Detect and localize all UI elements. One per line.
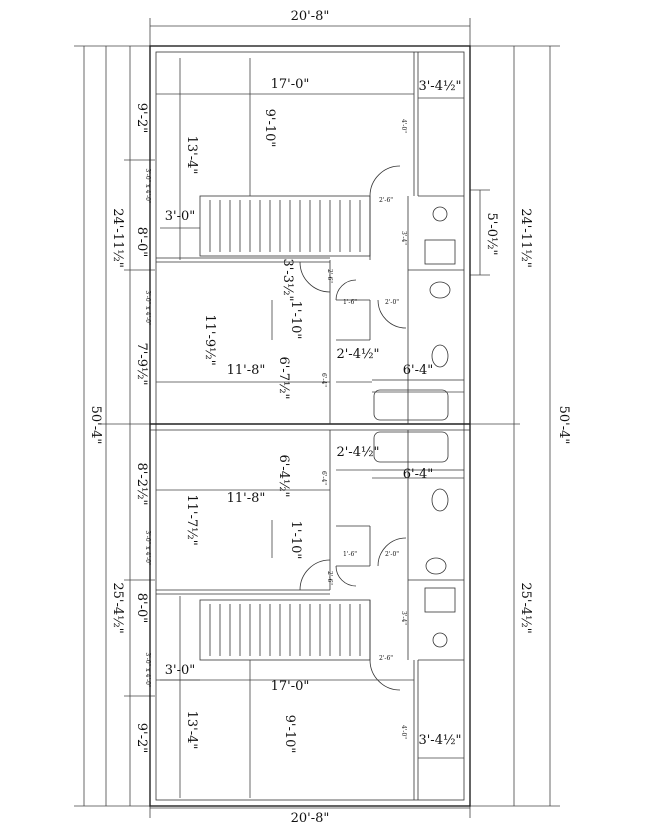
overall-right-label: 50'-4": [556, 406, 571, 445]
wall-label: 3'-4": [400, 611, 407, 625]
door-label: 2'-6": [379, 655, 393, 662]
dim-6-4: 6'-4½": [276, 454, 291, 497]
window-label: 3'-0" x 4'-0": [144, 168, 151, 204]
sink-icon: [424, 587, 456, 613]
dim-11-7: 11'-7½": [184, 494, 199, 545]
door-label: 2'-6": [379, 197, 393, 204]
wall-label: 6'-4": [320, 373, 327, 387]
stair-3-0-top: 3'-0": [165, 209, 196, 224]
toilet-icon: [432, 632, 448, 648]
window-label: 3'-0" x 4'-0": [144, 530, 151, 566]
dim-2-4-bottom: 2'-4½": [336, 445, 379, 460]
room-13-4-top: 13'-4": [184, 136, 199, 175]
stair-lower: [199, 599, 371, 661]
dimension-lines: [74, 18, 560, 818]
toilet-icon: [431, 344, 449, 368]
dim-11-8-top: 11'-8": [227, 363, 266, 378]
wall-label: 4'-0": [400, 119, 407, 133]
wall-label: 6'-4": [320, 471, 327, 485]
door-label: 2'-0": [385, 299, 399, 306]
overall-left-label: 50'-4": [88, 406, 103, 445]
closet-3-4-top: 3'-4½": [418, 79, 461, 94]
dim-11-8-bottom: 11'-8": [227, 491, 266, 506]
dim-6-4-bath-bottom: 6'-4": [403, 467, 434, 482]
dim-2-4-top: 2'-4½": [336, 347, 379, 362]
unit-bottom-right-label: 25'-4½": [518, 582, 533, 633]
room-17-0-bottom: 17'-0": [271, 679, 310, 694]
dim-5-0: 5'-0½": [484, 212, 499, 255]
door-label: 1'-6": [343, 551, 357, 558]
door-label: 2'-0": [385, 551, 399, 558]
wall-label: 2'-6": [326, 571, 333, 585]
window-label: 3'-0" x 4'-0": [144, 652, 151, 688]
interior-dims: [156, 58, 464, 798]
unit-bottom-left-label: 25'-4½": [110, 582, 125, 633]
stair-3-0-bottom: 3'-0": [165, 663, 196, 678]
window-label: 3'-0" x 4'-0": [144, 290, 151, 326]
bottom-width-label: 20'-8": [291, 811, 330, 826]
room-13-4-bottom: 13'-4": [184, 711, 199, 750]
dim-11-9: 11'-9½": [202, 314, 217, 365]
closet-3-4-bottom: 3'-4½": [418, 733, 461, 748]
dim-3-3: 3'-3½": [280, 258, 295, 301]
seg-8-2: 8'-2½": [134, 462, 149, 505]
dim-1-10-top: 1'-10": [288, 301, 303, 340]
seg-8-0-top: 8'-0": [134, 227, 149, 258]
room-9-10-bottom: 9'-10": [282, 715, 297, 754]
exterior-walls: [149, 45, 471, 807]
wall-label: 4'-0": [400, 725, 407, 739]
unit-top-left-label: 24'-11½": [110, 208, 125, 268]
stair-upper: [199, 195, 371, 257]
bathtub-icon: [373, 431, 449, 463]
wall-label: 2'-6": [326, 269, 333, 283]
lower-unit: [156, 430, 464, 800]
seg-9-2-bottom: 9'-2": [134, 723, 149, 754]
toilet-icon: [431, 488, 449, 512]
unit-top-right-label: 24'-11½": [518, 208, 533, 268]
sink-icon: [424, 239, 456, 265]
sink-icon: [429, 281, 451, 299]
dim-6-7: 6'-7½": [276, 356, 291, 399]
upper-unit: [156, 52, 464, 424]
bathtub-icon: [373, 389, 449, 421]
seg-7-9: 7'-9½": [134, 342, 149, 385]
dim-6-4-bath-top: 6'-4": [403, 363, 434, 378]
sink-icon: [425, 557, 447, 575]
room-9-10-top: 9'-10": [262, 109, 277, 148]
seg-8-0-bottom: 8'-0": [134, 593, 149, 624]
seg-9-2-top: 9'-2": [134, 103, 149, 134]
toilet-icon: [432, 206, 448, 222]
door-label: 1'-6": [343, 299, 357, 306]
top-width-label: 20'-8": [291, 9, 330, 24]
room-17-0-top: 17'-0": [271, 77, 310, 92]
wall-label: 3'-4": [400, 231, 407, 245]
dim-1-10-bottom: 1'-10": [288, 521, 303, 560]
